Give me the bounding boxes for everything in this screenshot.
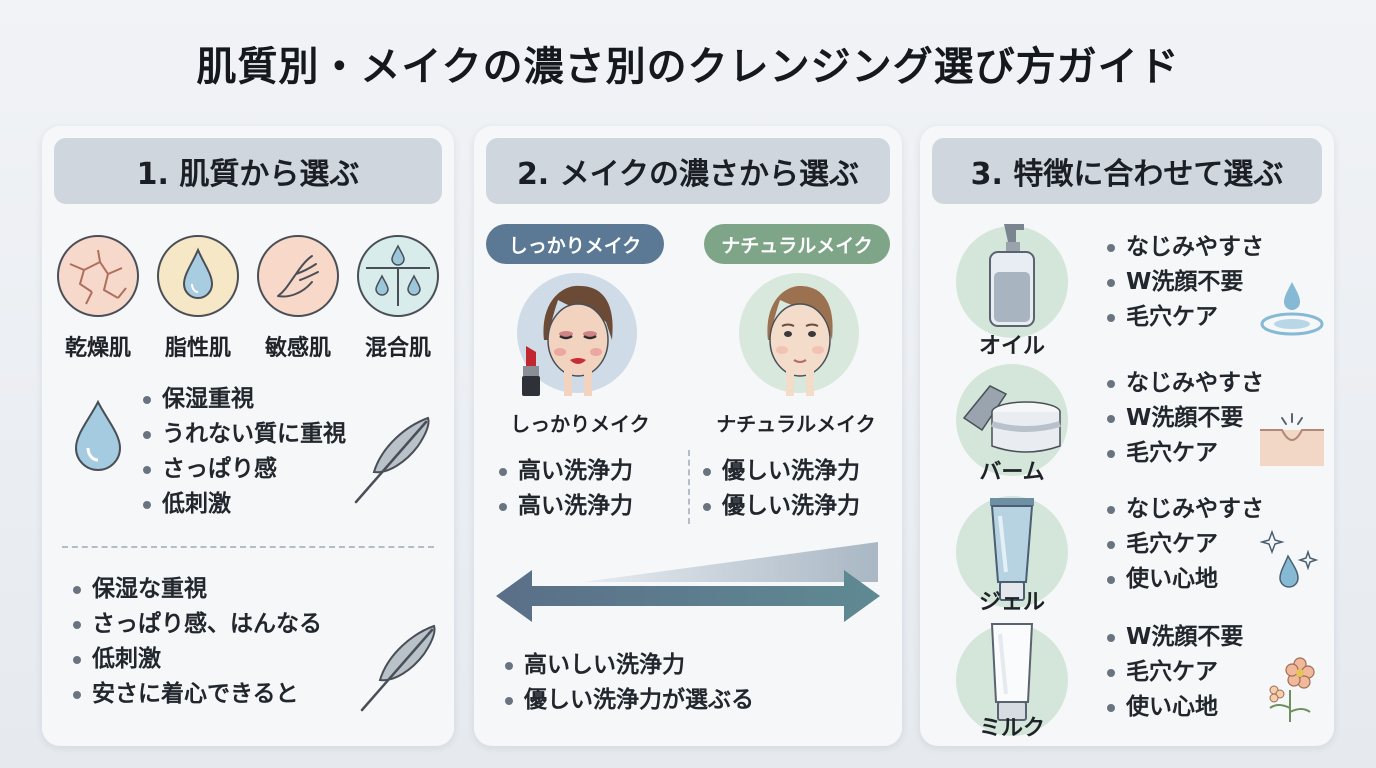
lipstick-icon: [522, 346, 540, 396]
skin-label-dry: 乾燥肌: [64, 336, 131, 361]
list-item: 高い洗浄力: [496, 489, 633, 524]
skin-label-oily: 脂性肌: [164, 336, 231, 361]
balm-feature-list: なじみやすさ W洗顔不要 毛穴ケア: [1104, 366, 1264, 471]
list-item: さっぱり感、はんなる: [70, 607, 322, 642]
gel-feature-list: なじみやすさ 毛穴ケア 使い心地: [1104, 492, 1264, 597]
list-item: 毛穴ケア: [1104, 436, 1264, 471]
list-item: 使い心地: [1104, 690, 1243, 725]
gel-tube-icon: [990, 498, 1034, 601]
list-item: なじみやすさ: [1104, 366, 1264, 401]
product-label-milk: ミルク: [978, 716, 1045, 741]
skin-type-heading: 1. 肌質から選ぶ: [54, 138, 442, 204]
heavy-makeup-face-icon: [517, 273, 637, 396]
product-label-balm: バーム: [979, 460, 1045, 485]
list-item: 毛穴ケア: [1104, 300, 1264, 335]
natural-makeup-list: 優しい洗浄力 優しい洗浄力: [700, 454, 860, 524]
skin-type-panel: 1. 肌質から選ぶ 乾燥肌 脂性肌 敏感肌 混合肌 保湿重視 うれない質に重視 …: [42, 126, 454, 746]
sparkle-drop-icon: [1260, 530, 1319, 588]
list-item: 優しい洗浄力: [700, 489, 860, 524]
pill-natural-makeup: ナチュラルメイク: [704, 224, 890, 264]
cleansing-strength-arrow-icon: [496, 542, 880, 622]
list-item: 優しい洗浄力: [700, 454, 860, 489]
cleansing-summary-list: 高いしい洗浄力 優しい洗浄力が選ぶる: [502, 648, 754, 718]
water-splash-icon: [1260, 282, 1324, 336]
skin-benefit-list-2: 保湿な重視 さっぱり感、はんなる 低刺激 安さに着心できると: [70, 572, 322, 712]
heavy-makeup-list: 高い洗浄力 高い洗浄力: [496, 454, 633, 524]
list-item: なじみやすさ: [1104, 230, 1264, 265]
natural-makeup-face-icon: [739, 273, 859, 396]
product-type-panel: 3. 特徴に合わせて選ぶ オイル なじみやすさ W洗顔不要 毛穴ケア バーム な…: [920, 126, 1334, 746]
skin-label-combination: 混合肌: [364, 336, 431, 361]
list-item: W洗顔不要: [1104, 620, 1243, 655]
oil-feature-list: なじみやすさ W洗顔不要 毛穴ケア: [1104, 230, 1264, 335]
list-item: 使い心地: [1104, 562, 1264, 597]
list-item: 低刺激: [70, 642, 322, 677]
list-item: 毛穴ケア: [1104, 655, 1243, 690]
list-item: 安さに着心できると: [70, 677, 322, 712]
sensitive-hand-icon: [257, 235, 339, 317]
makeup-level-panel: 2. メイクの濃さから選ぶ しっかりメイク ナチュラルメイク しっかりメイク ナ…: [474, 126, 902, 746]
list-item: さっぱり感: [140, 452, 346, 487]
milk-tube-icon: [990, 623, 1034, 721]
list-item: 低刺激: [140, 487, 346, 522]
list-item: 保湿重視: [140, 382, 346, 417]
flower-icon: [1269, 657, 1315, 722]
list-item: 高い洗浄力: [496, 454, 633, 489]
milk-feature-list: W洗顔不要 毛穴ケア 使い心地: [1104, 620, 1243, 725]
oil-drop-icon: [157, 235, 239, 317]
list-item: なじみやすさ: [1104, 492, 1264, 527]
list-item: 毛穴ケア: [1104, 527, 1264, 562]
page-title: 肌質別・メイクの濃さ別のクレンジング選び方ガイド: [196, 44, 1180, 90]
balm-jar-icon: [962, 385, 1061, 453]
list-item: うれない質に重視: [140, 417, 346, 452]
pore-care-icon: [1260, 413, 1324, 466]
feather-icon: [354, 416, 430, 504]
product-label-oil: オイル: [978, 334, 1045, 359]
column-divider: [688, 450, 690, 524]
skin-label-sensitive: 敏感肌: [264, 336, 331, 361]
combination-drops-icon: [357, 235, 439, 317]
list-item: 高いしい洗浄力: [502, 648, 754, 683]
section-divider: [62, 546, 434, 548]
caption-heavy-makeup: しっかりメイク: [510, 412, 650, 436]
list-item: 保湿な重視: [70, 572, 322, 607]
makeup-level-heading: 2. メイクの濃さから選ぶ: [486, 138, 890, 204]
pill-heavy-makeup: しっかりメイク: [486, 224, 664, 264]
product-type-heading: 3. 特徴に合わせて選ぶ: [932, 138, 1322, 204]
caption-natural-makeup: ナチュラルメイク: [716, 412, 876, 436]
skin-benefit-list: 保湿重視 うれない質に重視 さっぱり感 低刺激: [140, 382, 346, 522]
product-label-gel: ジェル: [978, 590, 1045, 615]
list-item: W洗顔不要: [1104, 401, 1264, 436]
feather-icon: [360, 624, 436, 712]
cracked-skin-icon: [57, 235, 139, 317]
list-item: W洗顔不要: [1104, 265, 1264, 300]
water-drop-icon: [74, 399, 122, 471]
list-item: 優しい洗浄力が選ぶる: [502, 683, 754, 718]
oil-bottle-icon: [989, 224, 1035, 327]
